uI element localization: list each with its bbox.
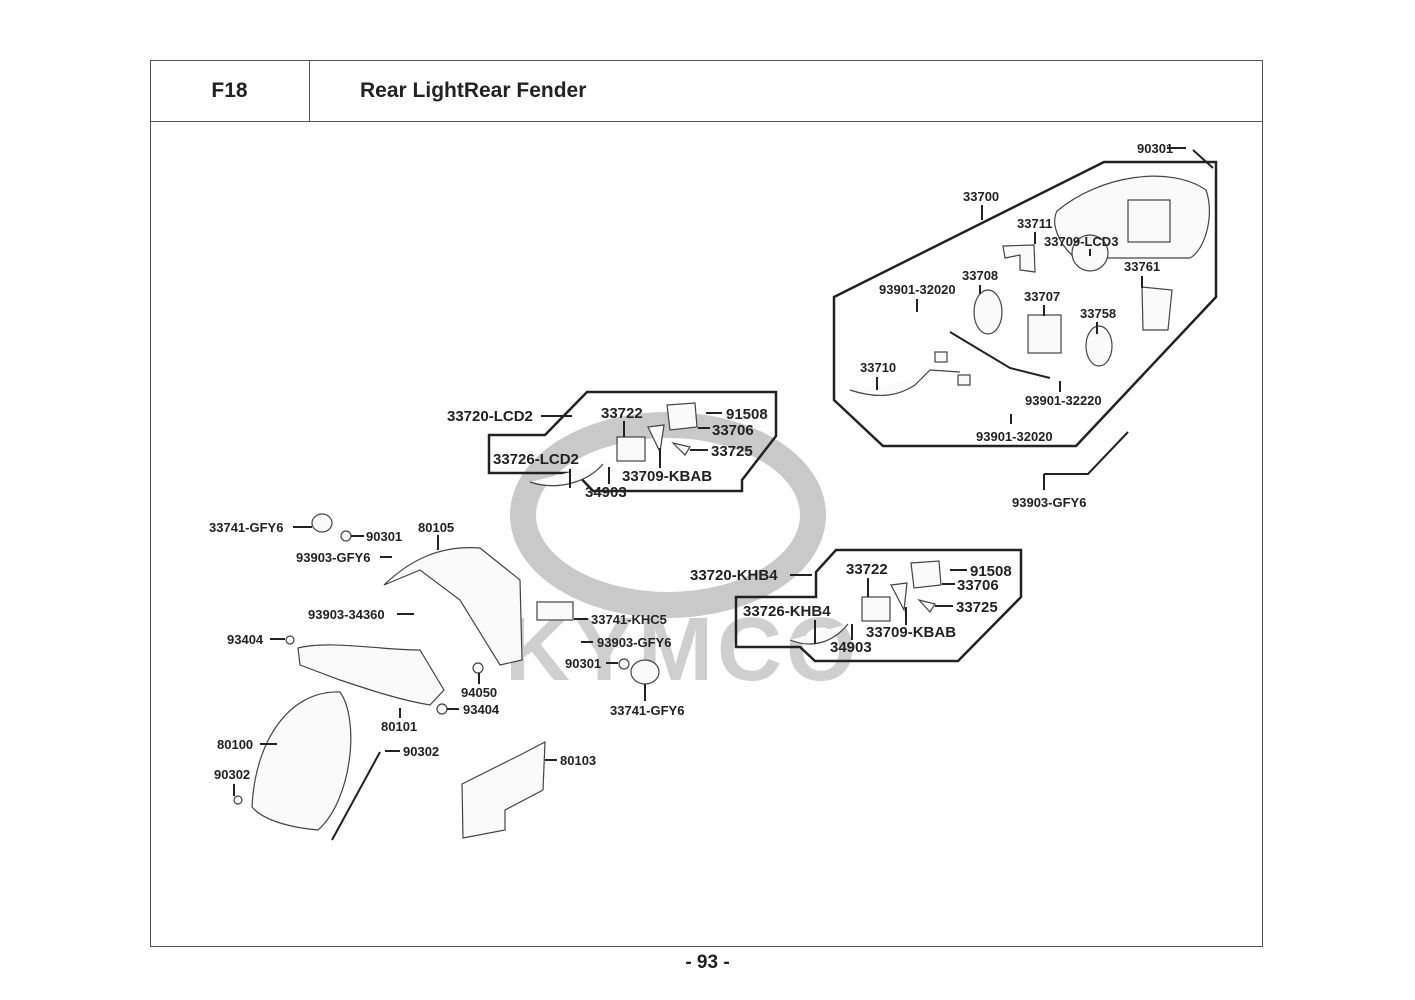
label-34903-khb4: 34903 <box>830 639 872 656</box>
bolt-90301-part <box>1192 149 1214 169</box>
gasket-khb4-part <box>890 582 908 613</box>
page-number: - 93 - <box>685 952 730 973</box>
label-93901-32020-bottom: 93901-32020 <box>976 429 1053 444</box>
nut-90301-reflector-part <box>618 658 630 670</box>
bracket-33711-part <box>1002 244 1036 273</box>
clip-33725-khb4-part <box>917 598 936 613</box>
label-93901-32020-top: 93901-32020 <box>879 282 956 297</box>
tail-light-group-outline <box>832 160 1218 448</box>
housing-33722-lcd2-part <box>616 436 646 462</box>
label-90302-right: 90302 <box>403 744 439 759</box>
label-33741-gfy6-round: 33741-GFY6 <box>610 703 684 718</box>
inner-fender-80101-part <box>297 644 445 706</box>
socket-33708-part <box>973 289 1003 335</box>
cover-33706-khb4-part <box>910 560 942 589</box>
socket-33758-part <box>1085 325 1113 367</box>
label-33711: 33711 <box>1017 216 1052 231</box>
group-license-light-khb4: 33720-KHB4 33722 91508 33706 33725 33726… <box>690 548 1023 663</box>
nut-90301-top-part <box>340 530 352 542</box>
lcd2-group-outline <box>487 390 778 493</box>
rear-fender-80100-part <box>251 691 352 831</box>
gasket-lcd2-part <box>647 424 665 455</box>
label-33709-kbab-lcd2: 33709-KBAB <box>622 468 712 485</box>
screw-set-93903-gfy6: 93903-GFY6 <box>1012 431 1129 510</box>
group-fender-parts: 33741-GFY6 90301 80105 93903-GFY6 93903-… <box>209 513 684 841</box>
label-93404-bottom: 93404 <box>463 702 500 717</box>
group-license-light-lcd2: 33720-LCD2 33722 91508 33706 33725 33726… <box>447 390 778 501</box>
mud-flap-80103-part <box>461 740 546 839</box>
kymco-watermark: KYMCO <box>505 412 856 700</box>
diagram-frame <box>150 60 1263 947</box>
label-33725-khb4: 33725 <box>956 599 998 616</box>
label-93901-32220: 93901-32220 <box>1025 393 1102 408</box>
harness-lcd2-part <box>529 463 604 487</box>
harness-khb4-part <box>789 623 849 645</box>
label-33706-lcd2: 33706 <box>712 422 754 439</box>
watermark-ellipse <box>510 412 826 618</box>
label-80101: 80101 <box>381 719 417 734</box>
connector-a-part <box>934 351 948 363</box>
reflector-33741-gfy6-top-part <box>311 513 333 533</box>
connector-b-part <box>957 374 971 386</box>
label-93903-gfy6-right: 93903-GFY6 <box>1012 495 1086 510</box>
khb4-group-outline <box>734 548 1023 663</box>
reflector-round-33741-gfy6-part <box>630 659 660 685</box>
label-33741-gfy6-top: 33741-GFY6 <box>209 520 283 535</box>
label-33720-khb4: 33720-KHB4 <box>690 567 778 584</box>
label-33722-lcd2: 33722 <box>601 405 643 422</box>
clip-33725-lcd2-part <box>671 441 691 456</box>
label-91508-khb4: 91508 <box>970 563 1012 580</box>
bolt-90302-right-part <box>331 751 381 841</box>
label-33708: 33708 <box>962 268 998 283</box>
label-80105: 80105 <box>418 520 454 535</box>
label-33758: 33758 <box>1080 306 1116 321</box>
label-33720-lcd2: 33720-LCD2 <box>447 408 533 425</box>
cover-33706-lcd2-part <box>666 402 698 431</box>
label-33709-kbab-khb4: 33709-KBAB <box>866 624 956 641</box>
label-80100: 80100 <box>217 737 253 752</box>
bracket-33761-part <box>1141 286 1173 331</box>
label-80103: 80103 <box>560 753 596 768</box>
label-33725-lcd2: 33725 <box>711 443 753 460</box>
nut-94050-part <box>472 662 484 674</box>
label-90301-top-fender: 90301 <box>366 529 402 544</box>
label-33709-lcd3: 33709-LCD3 <box>1044 234 1118 249</box>
screw-string-part <box>949 331 1051 379</box>
bolt-93404-left-part <box>285 635 295 645</box>
label-34903-lcd2: 34903 <box>585 484 627 501</box>
label-33741-khc5: 33741-KHC5 <box>591 612 667 627</box>
page-title: Rear LightRear Fender <box>360 79 587 102</box>
label-90301-top: 90301 <box>1137 141 1173 156</box>
label-93404-left: 93404 <box>227 632 264 647</box>
section-code: F18 <box>150 60 310 122</box>
label-90302-left: 90302 <box>214 767 250 782</box>
screw-set-part <box>1044 431 1129 475</box>
group-tail-light: 90301 33700 33711 33709-LCD3 33761 33708… <box>832 141 1218 448</box>
label-33706-khb4: 33706 <box>957 577 999 594</box>
header-divider <box>310 121 1263 122</box>
label-93903-gfy6-top: 93903-GFY6 <box>296 550 370 565</box>
label-33726-khb4: 33726-KHB4 <box>743 603 831 620</box>
tail-light-lens-part <box>1127 199 1171 243</box>
fender-bracket-80105-part <box>383 547 523 666</box>
label-91508-lcd2: 91508 <box>726 406 768 423</box>
reflector-plate-33741-khc5-part <box>536 601 574 621</box>
housing-33722-khb4-part <box>861 596 891 622</box>
label-90301-reflector: 90301 <box>565 656 601 671</box>
bolt-90302-left-part <box>233 795 243 805</box>
label-33700: 33700 <box>963 189 999 204</box>
label-33726-lcd2: 33726-LCD2 <box>493 451 579 468</box>
label-33707: 33707 <box>1024 289 1060 304</box>
bolt-93404-bottom-part <box>436 703 448 715</box>
label-33761: 33761 <box>1124 259 1160 274</box>
label-93903-gfy6-plate: 93903-GFY6 <box>597 635 671 650</box>
label-94050: 94050 <box>461 685 497 700</box>
label-93903-34360: 93903-34360 <box>308 607 385 622</box>
socket-plate-33707-part <box>1027 314 1062 354</box>
label-33722-khb4: 33722 <box>846 561 888 578</box>
label-33710: 33710 <box>860 360 896 375</box>
